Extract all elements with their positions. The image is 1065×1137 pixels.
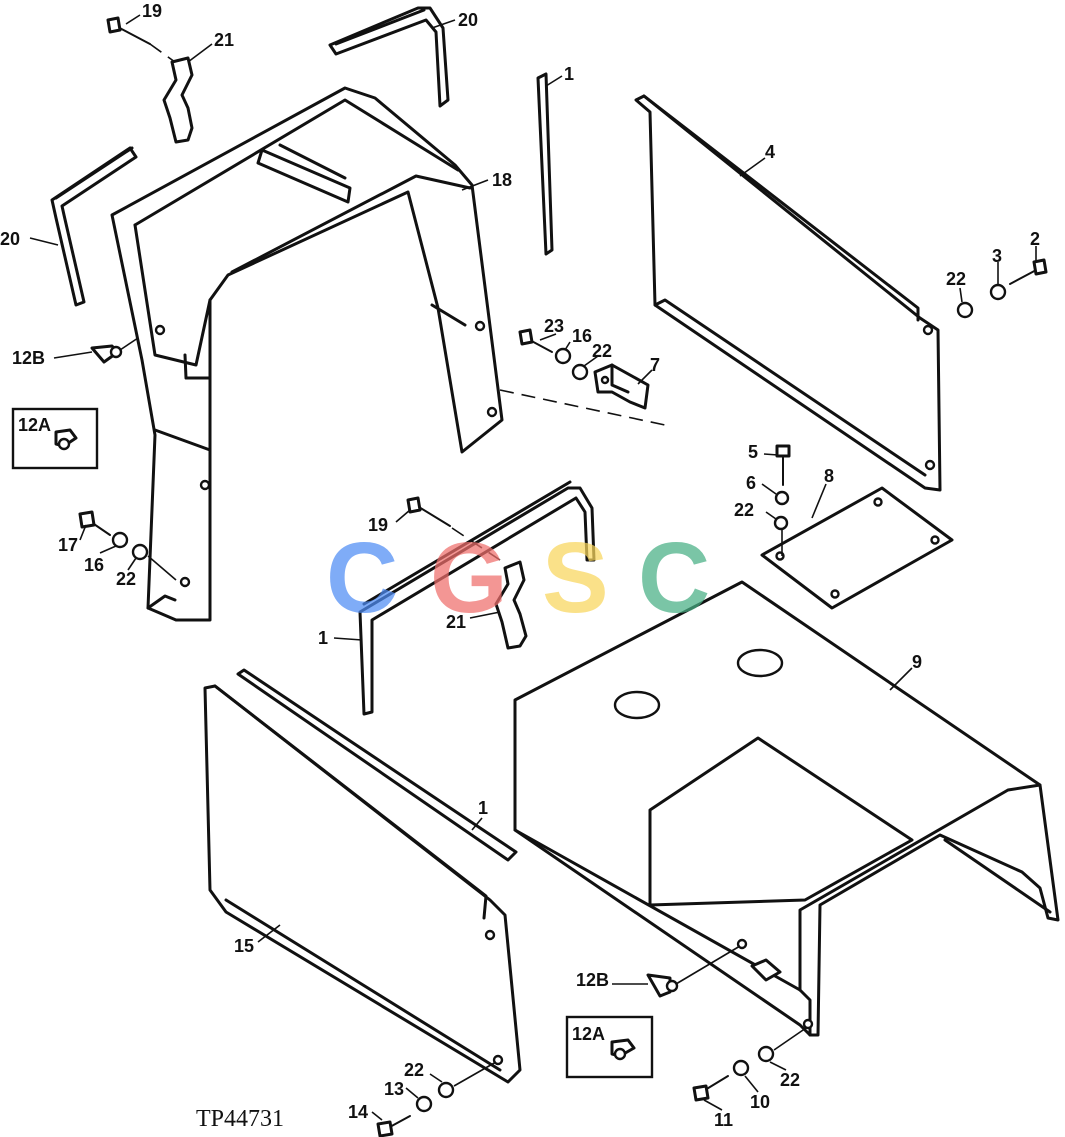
callout-15: 15 <box>234 936 254 956</box>
callout-21-middle: 21 <box>446 612 466 632</box>
callout-1-lower: 1 <box>478 798 488 818</box>
callout-22-lower-right: 22 <box>780 1070 800 1090</box>
callout-1-middle: 1 <box>318 628 328 648</box>
callout-10: 10 <box>750 1092 770 1112</box>
callout-12A-upper: 12A <box>18 415 51 435</box>
part-15-side-panel <box>203 684 522 1084</box>
callout-12B-lower: 12B <box>576 970 609 990</box>
hardware-23-16-22 <box>518 328 589 381</box>
callout-18: 18 <box>492 170 512 190</box>
callout-9: 9 <box>912 652 922 672</box>
callout-4: 4 <box>765 142 775 162</box>
callout-2: 2 <box>1030 229 1040 249</box>
callout-20-left: 20 <box>0 229 20 249</box>
callout-6: 6 <box>746 473 756 493</box>
callout-22-lower-left: 22 <box>404 1060 424 1080</box>
hardware-14-13-22 <box>376 1061 497 1137</box>
part-19-pin-middle <box>406 496 501 561</box>
watermark-letter-3: S <box>542 522 609 634</box>
drawing-code: TP44731 <box>196 1106 284 1132</box>
callout-22-upper-right: 22 <box>946 269 966 289</box>
callout-19-middle: 19 <box>368 515 388 535</box>
hardware-17-16-22 <box>78 510 177 581</box>
callout-leaders <box>29 14 1037 1121</box>
callout-21-upper: 21 <box>214 30 234 50</box>
callout-20-right: 20 <box>458 10 478 30</box>
callout-11: 11 <box>714 1110 733 1130</box>
hardware-5-6-22 <box>773 444 791 556</box>
callout-13: 13 <box>384 1079 404 1099</box>
part-9-lower-hood <box>513 580 1060 1037</box>
part-12B-fastener-lower <box>646 945 741 998</box>
watermark: C G S C <box>326 522 710 634</box>
callout-8: 8 <box>824 466 834 486</box>
watermark-letter-1: C <box>326 522 398 634</box>
callout-5: 5 <box>748 442 758 462</box>
watermark-letter-4: C <box>638 522 710 634</box>
callout-3: 3 <box>992 246 1002 266</box>
part-20-strip-right <box>328 6 450 108</box>
hardware-11-10-22 <box>692 1027 807 1102</box>
callout-23: 23 <box>544 316 564 336</box>
part-1-strip-top <box>536 72 554 256</box>
part-20-strip-left <box>50 146 138 307</box>
part-21-latch-upper <box>162 56 194 144</box>
callout-22-bracket: 22 <box>592 341 612 361</box>
callout-1-top: 1 <box>564 64 574 84</box>
callout-17: 17 <box>58 535 78 555</box>
part-1-rod-middle <box>358 480 596 716</box>
part-12A-box-upper <box>11 407 99 470</box>
callout-22-plate: 22 <box>734 500 754 520</box>
hardware-2-3-22 <box>956 258 1048 319</box>
callout-labels: 19 21 20 20 18 1 4 2 3 22 12B 12A 23 16 … <box>0 1 1040 1130</box>
callout-19-upper: 19 <box>142 1 162 21</box>
watermark-letter-2: G <box>430 522 508 634</box>
callout-7: 7 <box>650 355 660 375</box>
part-18-upper-hood <box>110 86 504 622</box>
part-4-side-panel <box>634 94 942 492</box>
part-1-strip-lower <box>236 668 518 862</box>
callout-12A-lower: 12A <box>572 1024 605 1044</box>
part-7-bracket <box>593 363 650 410</box>
part-19-pin-upper <box>106 16 176 63</box>
callout-16-left: 16 <box>84 555 104 575</box>
callout-12B-upper: 12B <box>12 348 45 368</box>
callout-22-left: 22 <box>116 569 136 589</box>
callout-16-upper: 16 <box>572 326 592 346</box>
part-21-latch-middle <box>494 560 528 650</box>
assembly-line-bracket <box>499 389 666 426</box>
part-12A-box-lower <box>565 1015 654 1079</box>
part-12B-fastener-upper <box>90 337 139 364</box>
callout-14: 14 <box>348 1102 368 1122</box>
part-8-plate <box>760 486 954 610</box>
